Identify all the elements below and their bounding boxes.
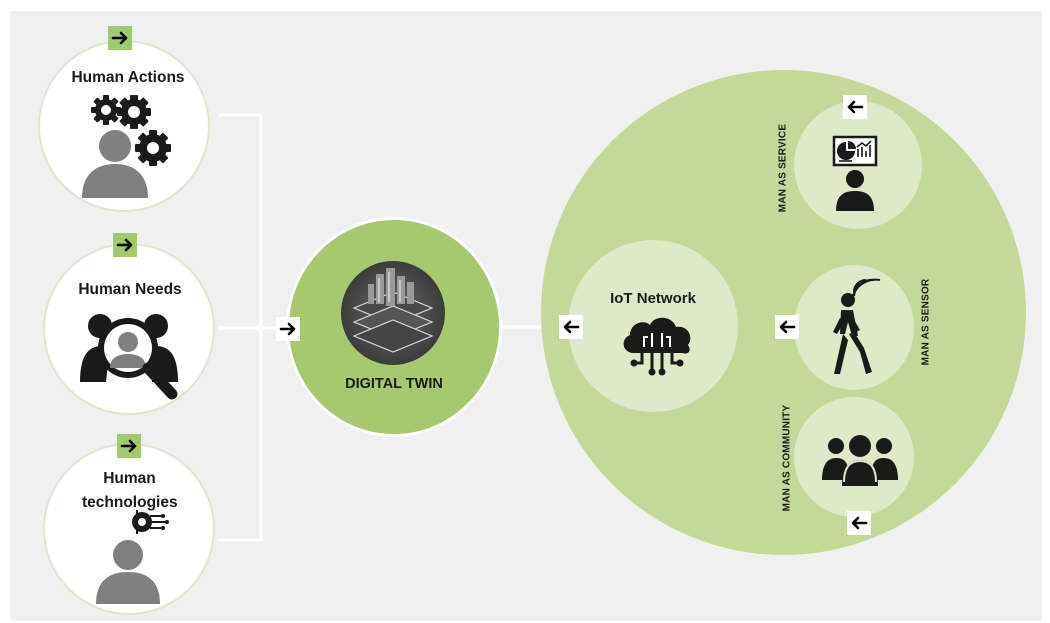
digital-twin-label: DIGITAL TWIN [345, 376, 443, 392]
person-dashboard-icon [832, 135, 878, 211]
man-as-community-label: MAN AS COMMUNITY [781, 404, 793, 512]
arrow-left-icon [843, 95, 867, 119]
arrow-right-icon [276, 317, 300, 341]
community-group-icon [822, 435, 898, 486]
arrow-left-icon [559, 315, 583, 339]
man-as-sensor-label: MAN AS SENSOR [920, 278, 932, 366]
arrow-right-icon [108, 26, 132, 50]
arrow-right-icon [117, 434, 141, 458]
human-actions-label: Human Actions [71, 69, 185, 86]
group-magnifier-icon [80, 314, 178, 400]
person-tech-icon [96, 510, 169, 604]
arrow-left-icon [775, 315, 799, 339]
man-as-community-circle [794, 397, 914, 517]
walking-person-signal-icon [833, 278, 881, 374]
cloud-network-icon [623, 317, 691, 376]
human-needs-label: Human Needs [78, 281, 182, 298]
man-as-service-label: MAN AS SERVICE [777, 123, 789, 213]
iot-network-label: IoT Network [610, 290, 696, 307]
arrow-left-icon [847, 511, 871, 535]
human-technologies-label: Human technologies [82, 470, 178, 511]
person-gears-icon [82, 95, 171, 198]
digital-twin-city-icon [341, 261, 445, 365]
arrow-right-icon [113, 233, 137, 257]
